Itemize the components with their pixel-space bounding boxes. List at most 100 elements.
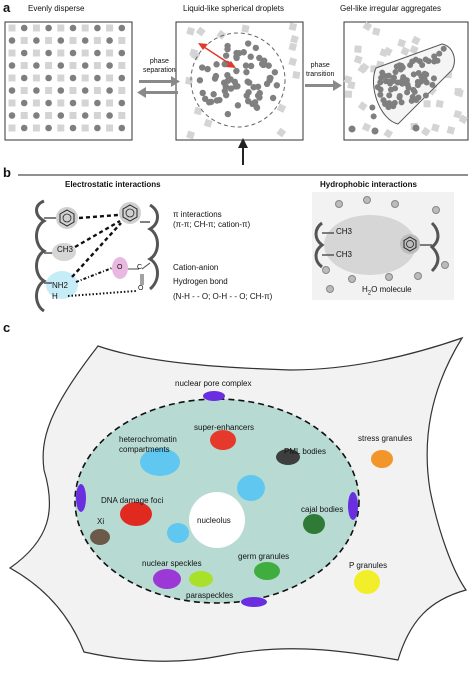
down-arrow xyxy=(238,138,248,165)
panel-a-graphic xyxy=(4,21,469,165)
molecule-square xyxy=(118,112,126,119)
molecule-dot xyxy=(94,74,101,82)
droplet-boundary xyxy=(190,32,286,128)
molecule-square xyxy=(69,87,77,94)
molecule-dot xyxy=(392,85,399,92)
molecule-dot xyxy=(69,49,77,57)
molecule-dot xyxy=(81,62,89,69)
molecule-square xyxy=(45,87,53,94)
molecule-dot xyxy=(224,110,232,118)
molecule-dot xyxy=(204,65,211,73)
box2-title: Liquid-like spherical droplets xyxy=(183,4,284,13)
molecule-dot xyxy=(57,37,65,44)
molecule-dot xyxy=(94,99,101,107)
molecule-dot xyxy=(408,97,415,104)
molecule-square xyxy=(57,124,65,132)
molecule-dot xyxy=(413,96,420,103)
molecule-dot xyxy=(421,76,428,83)
molecule-square xyxy=(379,48,389,58)
molecule-dot xyxy=(20,74,28,82)
molecule-square xyxy=(57,24,65,32)
molecule-square xyxy=(106,49,114,57)
molecule-square xyxy=(93,37,101,44)
molecule-dot xyxy=(94,49,101,57)
pore-bottom xyxy=(241,597,267,607)
molecule-dot xyxy=(81,87,89,94)
heterochromatin-blob-2 xyxy=(237,475,265,501)
molecule-dot xyxy=(409,58,416,65)
molecule-dot xyxy=(401,76,408,83)
molecule-square xyxy=(32,49,40,57)
molecule-dot xyxy=(233,54,240,62)
molecule-dot xyxy=(240,49,247,56)
molecule-square xyxy=(57,49,65,57)
molecule-square xyxy=(193,106,203,116)
molecule-dot xyxy=(380,97,387,104)
pml-body xyxy=(276,449,300,465)
molecule-dot xyxy=(118,74,126,82)
germ-granules-label: germ granules xyxy=(238,552,290,561)
molecule-dot xyxy=(265,62,272,69)
molecule-square xyxy=(20,37,28,44)
molecule-square xyxy=(93,62,101,69)
benzene-ring-right xyxy=(119,202,141,224)
p-granule xyxy=(354,570,380,594)
hyd-ch3-top-label: CH3 xyxy=(336,227,353,236)
nucleolus-circle xyxy=(189,492,245,548)
molecule-dot xyxy=(69,124,77,132)
molecule-dot xyxy=(392,68,399,75)
molecule-dot xyxy=(370,113,377,120)
molecule-square xyxy=(344,90,353,98)
molecule-square xyxy=(372,27,381,36)
box1-title: Evenly disperse xyxy=(28,4,85,13)
molecule-dot xyxy=(45,99,52,107)
molecule-dot xyxy=(369,104,376,111)
molecule-dot xyxy=(247,53,254,60)
hydrogen-bond-dots xyxy=(67,290,137,297)
phase-transition-arrow xyxy=(305,80,342,91)
molecule-square xyxy=(361,122,372,132)
molecule-dot xyxy=(233,67,240,75)
molecule-dot xyxy=(377,79,384,86)
molecule-dot xyxy=(404,89,411,96)
molecule-dot xyxy=(20,49,28,57)
left-backbone xyxy=(35,199,47,313)
molecule-dot xyxy=(199,89,206,97)
water-molecules xyxy=(322,196,449,293)
hydrogen-bond-label: Hydrogen bond xyxy=(173,277,228,286)
molecule-dot xyxy=(211,75,219,82)
molecule-square xyxy=(106,74,114,82)
molecule-square xyxy=(288,57,298,67)
molecule-square xyxy=(276,127,287,138)
molecule-dot xyxy=(267,74,274,82)
molecule-square xyxy=(458,114,469,125)
molecule-dot xyxy=(8,62,16,69)
molecule-dot xyxy=(429,81,436,88)
cajal-bodies-label: cajal bodies xyxy=(301,505,344,514)
molecule-dot xyxy=(410,71,417,78)
molecule-square xyxy=(81,99,89,107)
molecule-dot xyxy=(398,99,405,106)
dna-damage-foci-label: DNA damage foci xyxy=(101,496,164,505)
molecule-dot xyxy=(224,42,231,50)
molecule-dot xyxy=(244,40,252,47)
p-granules-label: P granules xyxy=(349,561,388,570)
molecule-dot xyxy=(106,87,113,94)
molecule-dot xyxy=(216,96,223,104)
heterochromatin-label-2: compartments xyxy=(119,445,170,454)
molecule-square xyxy=(81,124,89,132)
molecule-dot xyxy=(254,92,262,99)
panel-b-letter: b xyxy=(3,165,11,180)
super-enhancer-blob xyxy=(210,430,236,450)
molecule-dot xyxy=(118,124,126,132)
molecule-dot xyxy=(394,79,401,86)
molecule-dot xyxy=(233,49,240,57)
right-backbone xyxy=(147,203,159,291)
molecule-dot xyxy=(425,58,432,65)
molecule-dot xyxy=(8,112,16,119)
molecule-square xyxy=(435,99,444,108)
box3-title: Gel-like irregular aggregates xyxy=(340,4,441,13)
molecule-square xyxy=(288,22,298,32)
hbond-detail-label: (N-H - - O; O-H - - O; CH-π) xyxy=(173,292,273,301)
nh2-blob xyxy=(46,271,78,299)
